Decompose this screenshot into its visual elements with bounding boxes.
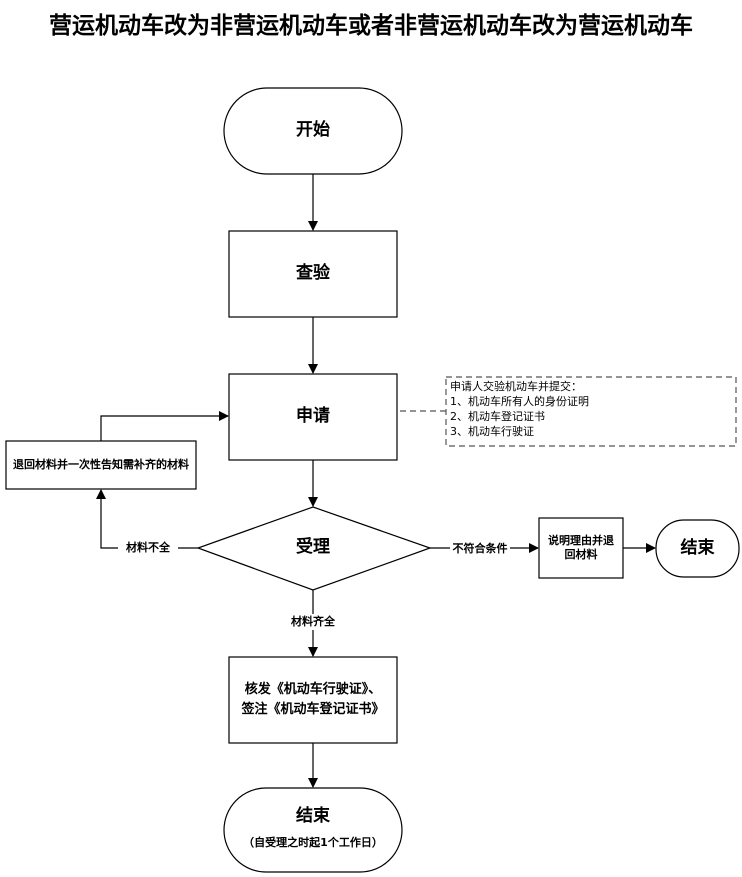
return-materials-label: 退回材料并一次性告知需补齐的材料 bbox=[13, 458, 189, 472]
edge-label-complete: 材料齐全 bbox=[291, 615, 335, 629]
end-reject-label: 结束 bbox=[680, 537, 715, 558]
return-materials-box bbox=[5, 440, 197, 490]
note-item: 1、机动车所有人的身份证明 bbox=[450, 395, 589, 408]
end-note: （自受理之时起1个工作日） bbox=[243, 836, 383, 850]
start-label: 开始 bbox=[296, 120, 330, 141]
note-item: 2、机动车登记证书 bbox=[450, 410, 545, 423]
explain-return-label: 说明理由并退回材料 bbox=[548, 534, 614, 561]
issue-label: 核发《机动车行驶证》、 签注《机动车登记证书》 bbox=[229, 657, 397, 743]
edge-label-incomplete: 材料不全 bbox=[126, 541, 170, 555]
note-text: 申请人交验机动车并提交： 1、机动车所有人的身份证明 2、机动车登记证书 3、机… bbox=[450, 379, 589, 439]
note-heading: 申请人交验机动车并提交： bbox=[450, 380, 582, 393]
issue-label-line1: 核发《机动车行驶证》、 bbox=[244, 682, 382, 697]
note-item: 3、机动车行驶证 bbox=[450, 425, 534, 438]
accept-label: 受理 bbox=[296, 537, 330, 558]
issue-box bbox=[228, 656, 398, 744]
diagram-title: 营运机动车改为非营运机动车或者非营运机动车改为营运机动车 bbox=[49, 13, 693, 39]
issue-label-line2: 签注《机动车登记证书》 bbox=[241, 702, 385, 717]
end-label: 结束 bbox=[296, 806, 330, 827]
end-reject-terminal bbox=[655, 519, 740, 578]
edge-label-not-qualified: 不符合条件 bbox=[452, 542, 508, 556]
inspect-label: 查验 bbox=[296, 263, 330, 284]
apply-label: 申请 bbox=[296, 406, 330, 427]
edge-return-apply bbox=[100, 411, 229, 441]
apply-box bbox=[228, 373, 398, 461]
end-terminal bbox=[223, 787, 403, 873]
